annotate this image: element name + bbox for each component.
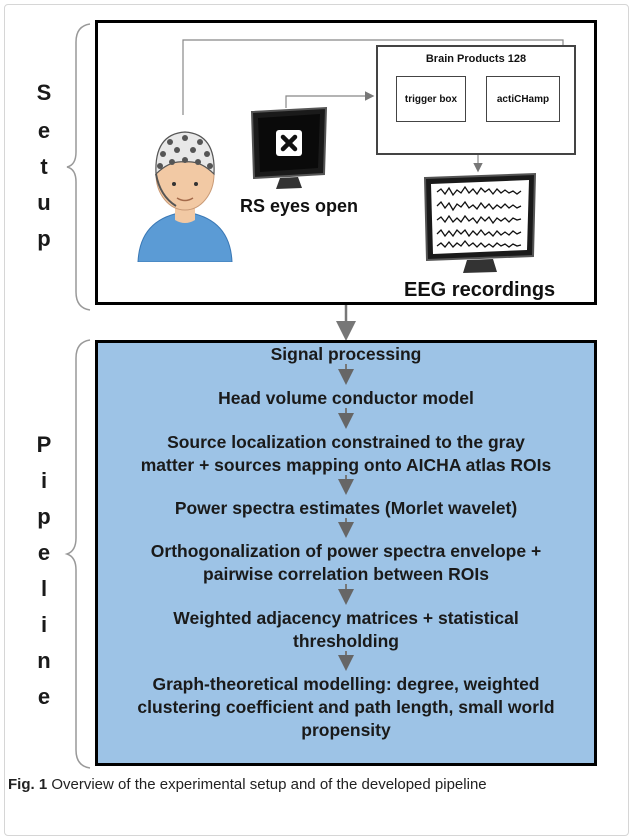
pipeline-step-2: Head volume conductor model (218, 388, 474, 408)
brain-products-title: Brain Products 128 (425, 53, 527, 65)
eeg-monitor-icon (423, 172, 537, 273)
side-letter-pipeline-1: P (36, 432, 52, 457)
side-letter-setup-2: e (37, 118, 51, 143)
pipeline-arrows (338, 364, 354, 671)
side-letter-pipeline-4: e (37, 540, 51, 565)
side-letter-setup-3: t (40, 154, 48, 179)
pipeline-brace (64, 339, 91, 769)
pipeline-step-6: Weighted adjacency matrices + statistica… (173, 608, 519, 651)
recordings-label: EEG recordings (404, 279, 556, 301)
caption-label: Fig. 1 (8, 776, 48, 793)
pipeline-step-5: Orthogonalization of power spectra envel… (150, 541, 542, 584)
caption-text: Overview of the experimental setup and o… (51, 776, 487, 793)
setup-brace (66, 23, 91, 311)
side-letter-pipeline-8: e (37, 684, 51, 709)
side-letter-setup-5: p (37, 226, 51, 251)
figure-caption: Fig. 1 Overview of the experimental setu… (8, 774, 620, 796)
side-letter-setup-1: S (36, 80, 52, 105)
pipeline-step-7: Graph-theoretical modelling: degree, wei… (137, 674, 555, 740)
figure-frame (4, 4, 629, 836)
pipeline-step-1: Signal processing (270, 344, 422, 364)
side-letter-pipeline-3: p (37, 504, 51, 529)
side-letter-setup-4: u (37, 190, 51, 215)
trigger-box: trigger box (396, 76, 466, 122)
pipeline-step-3: Source localization constrained to the g… (140, 432, 552, 475)
pipeline-step-4: Power spectra estimates (Morlet wavelet) (174, 498, 518, 518)
side-letter-pipeline-7: n (37, 648, 51, 673)
side-letter-pipeline-6: i (40, 612, 48, 637)
monitor-x-icon (250, 106, 328, 189)
amplifier-box: actiCHamp (486, 76, 560, 122)
eeg-cap-head-icon (137, 131, 233, 262)
side-letter-pipeline-5: l (40, 576, 48, 601)
stimulus-label: RS eyes open (240, 196, 359, 216)
side-letter-pipeline-2: i (40, 468, 48, 493)
